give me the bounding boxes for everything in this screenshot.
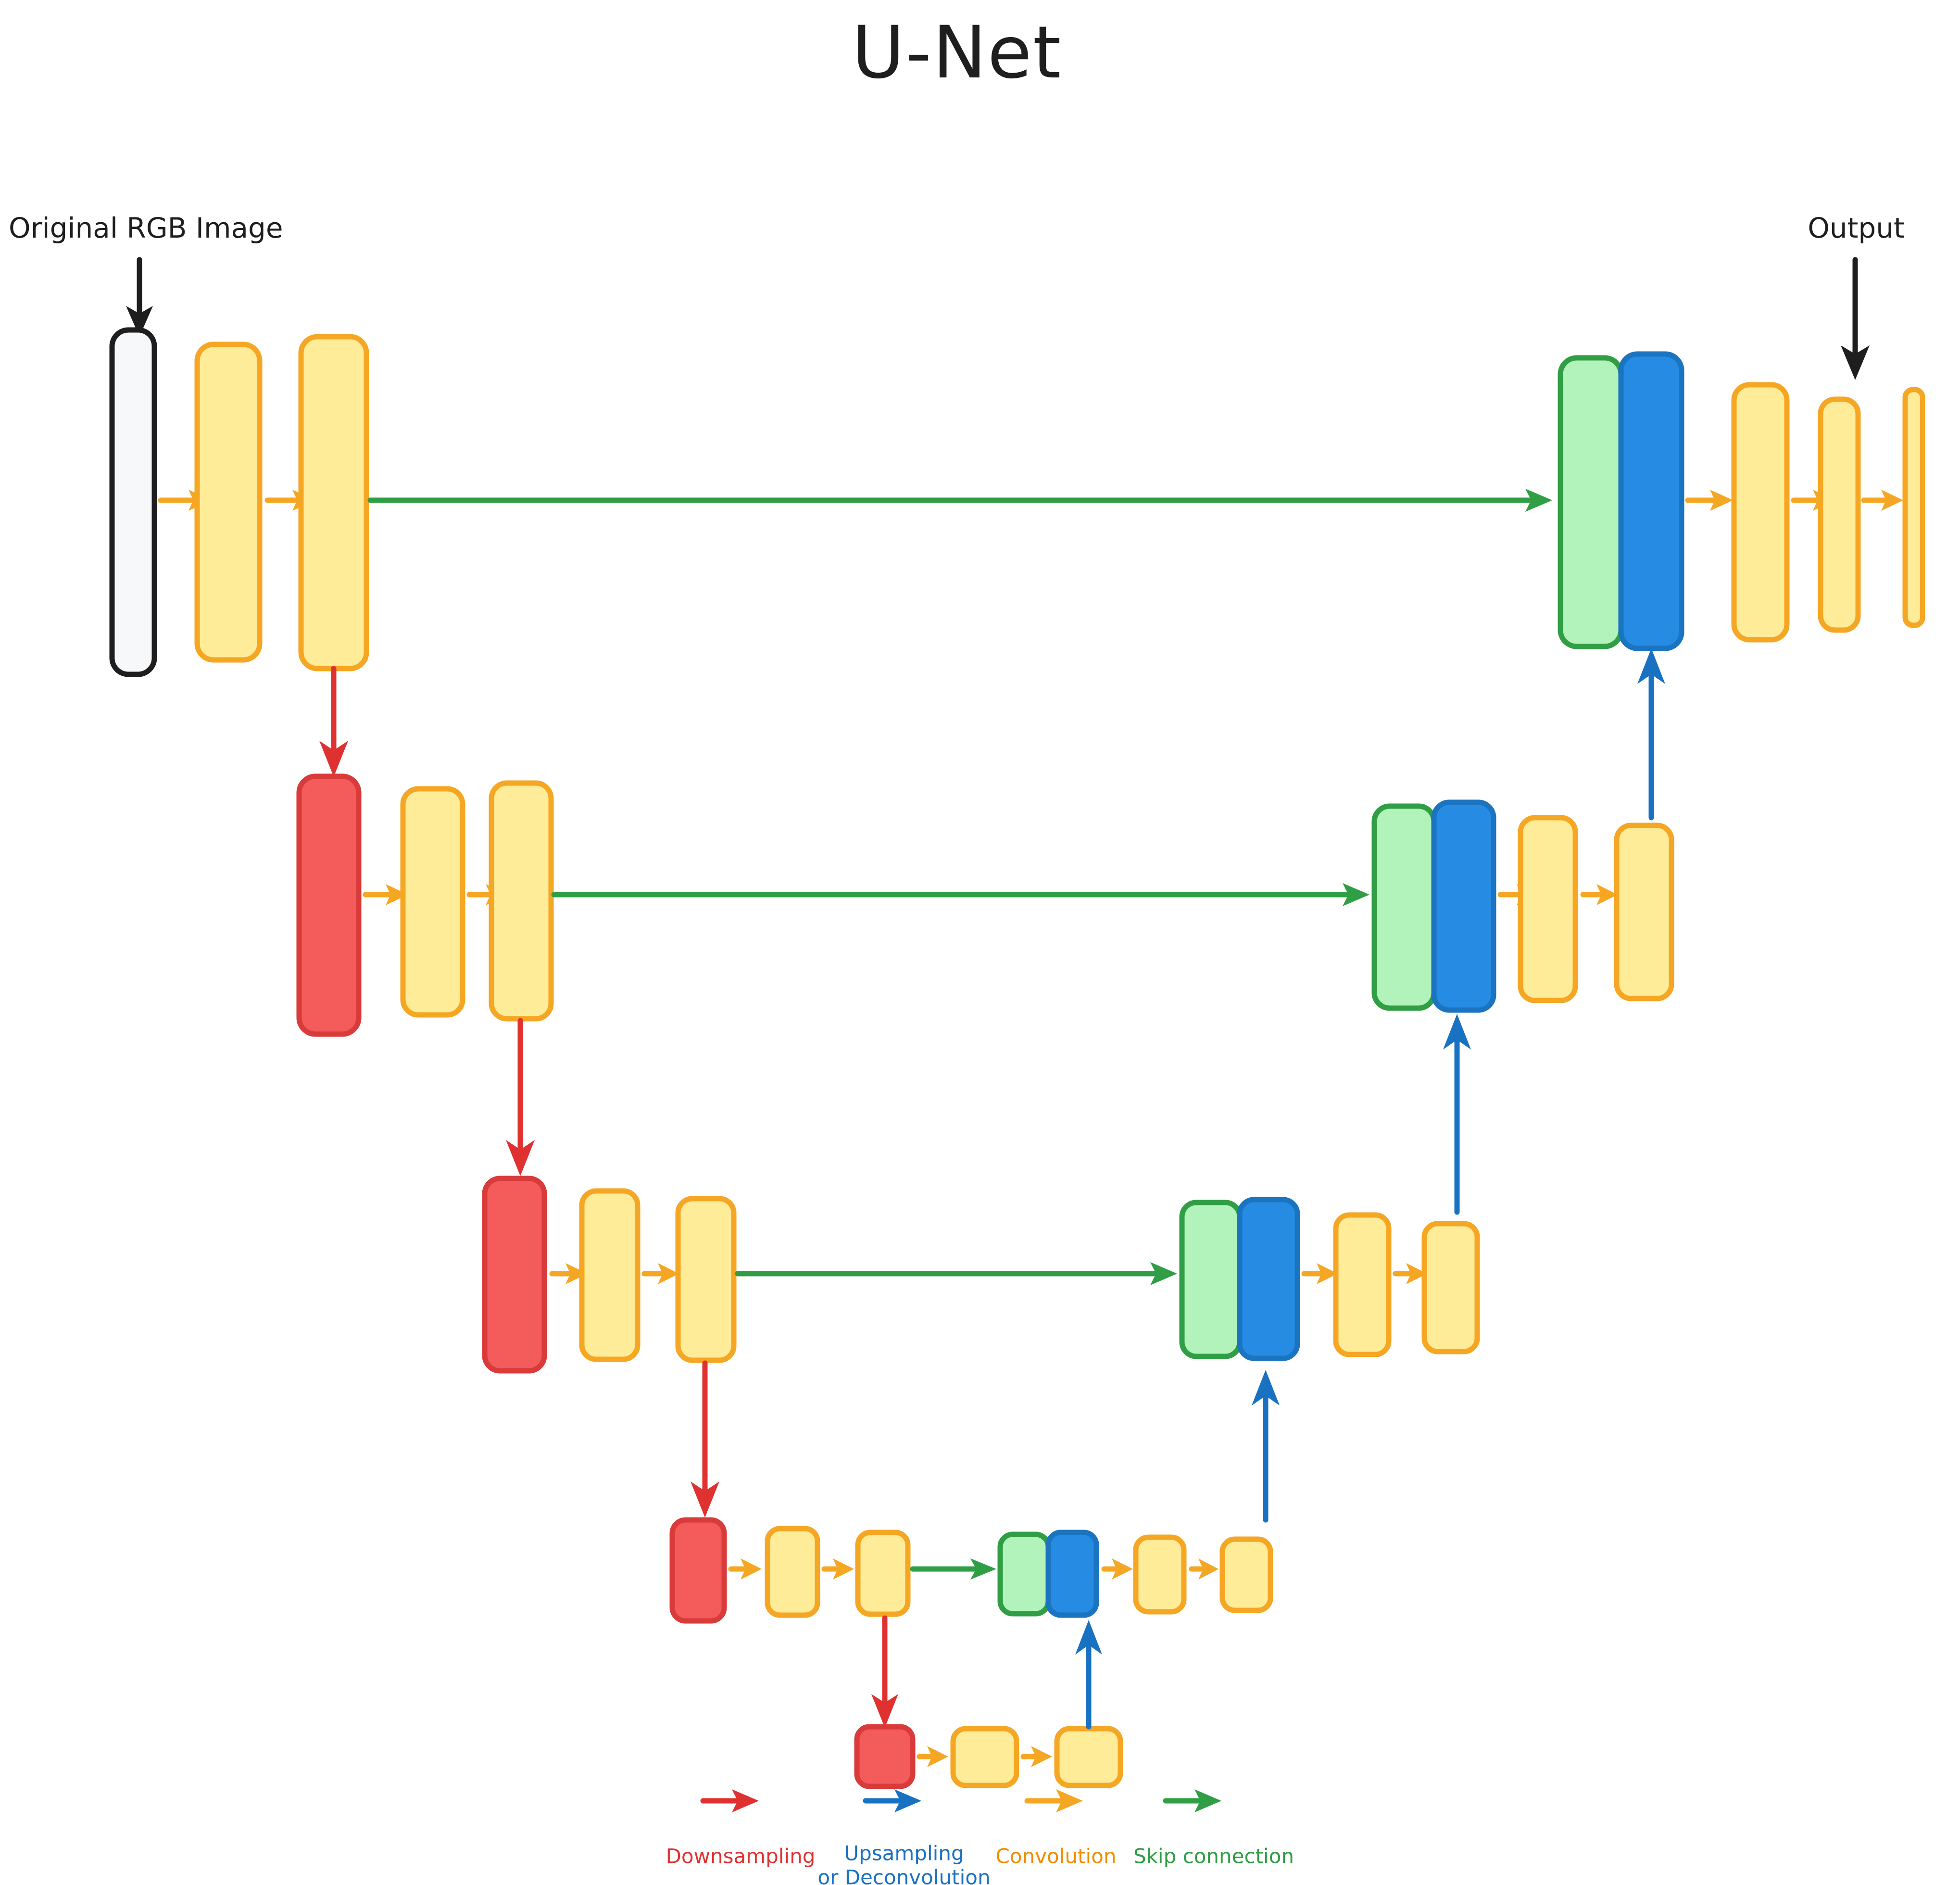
- legend-label-convolution: Convolution: [996, 1845, 1117, 1868]
- conv-arrow-l3-b: [641, 1263, 679, 1284]
- output-label: Output: [1808, 212, 1904, 244]
- conv-arrow-bn-b: [1020, 1746, 1052, 1767]
- conv-arrow-l1-d3: [1861, 490, 1903, 511]
- right-arrow-icon: [1024, 1789, 1083, 1812]
- upsample-block-l3: [1237, 1197, 1300, 1361]
- downsample-arrow-l4-bottleneck: [871, 1615, 898, 1728]
- legend-label-upsampling-line1: Upsampling: [844, 1842, 964, 1865]
- right-arrow-icon: [863, 1789, 921, 1812]
- upsample-block-l2: [1431, 799, 1496, 1013]
- conv-arrow-l2-d2: [1580, 884, 1618, 905]
- conv-arrow-l3-a: [549, 1263, 588, 1284]
- conv-block-l3-d2: [1421, 1221, 1480, 1354]
- conv-arrow-l3-d2: [1393, 1263, 1427, 1284]
- right-arrow-icon: [700, 1789, 759, 1812]
- input-arrow: [126, 257, 153, 337]
- conv-block-l2-d1: [1518, 815, 1578, 1003]
- skip-concat-block-l1: [1558, 355, 1624, 649]
- conv-block-l2-d2: [1614, 822, 1674, 1001]
- upsample-arrow-bottleneck-l4: [1075, 1620, 1102, 1730]
- legend-item-skip-connection[interactable]: Skip connection: [1133, 1789, 1294, 1868]
- downsample-block-l2: [296, 773, 362, 1037]
- conv-block-bn-1: [950, 1726, 1019, 1788]
- legend-item-upsampling[interactable]: Upsampling or Deconvolution: [817, 1789, 991, 1885]
- conv-arrow-l1-d1: [1685, 490, 1733, 511]
- conv-block-l2-e2: [489, 780, 554, 1022]
- downsample-block-l4: [669, 1517, 727, 1624]
- legend-label-upsampling-line2: or Deconvolution: [817, 1866, 990, 1885]
- skip-arrow-l2: [551, 883, 1369, 906]
- conv-block-l3-e2: [675, 1196, 737, 1363]
- conv-block-l3-d1: [1333, 1212, 1392, 1357]
- downsample-arrow-l1-l2: [319, 666, 348, 777]
- legend-label-skip-connection: Skip connection: [1133, 1845, 1294, 1868]
- downsample-block-l3: [482, 1176, 547, 1374]
- upsample-arrow-l3-l2: [1443, 1014, 1471, 1215]
- upsample-block-l1: [1618, 351, 1684, 651]
- skip-concat-block-l3: [1179, 1200, 1243, 1359]
- conv-block-l3-e1: [579, 1188, 641, 1362]
- conv-arrow-l4-d2: [1189, 1558, 1219, 1580]
- conv-block-l1-e2: [298, 334, 369, 671]
- legend: Downsampling Upsampling or Deconvolution…: [666, 1789, 1294, 1885]
- conv-arrow-bn-a: [917, 1746, 948, 1767]
- output-block: [1902, 387, 1925, 628]
- conv-block-l4-d1: [1133, 1534, 1187, 1615]
- input-label: Original RGB Image: [9, 212, 283, 244]
- conv-block-l4-e1: [765, 1526, 820, 1618]
- conv-block-l1-e1: [194, 342, 263, 663]
- skip-concat-block-l2: [1371, 803, 1437, 1011]
- skip-arrow-l3: [735, 1262, 1177, 1285]
- conv-block-l4-e2: [855, 1530, 911, 1617]
- conv-arrow-l2-a: [363, 884, 408, 905]
- upsample-arrow-l4-l3: [1252, 1370, 1280, 1523]
- right-arrow-icon: [1163, 1789, 1221, 1812]
- skip-arrow-l4: [910, 1558, 996, 1580]
- output-arrow: [1841, 257, 1870, 380]
- downsample-arrow-l3-l4: [691, 1360, 719, 1518]
- legend-item-convolution[interactable]: Convolution: [996, 1789, 1117, 1868]
- upsample-arrow-l2-l1: [1637, 648, 1665, 821]
- downsample-block-bottleneck: [854, 1724, 916, 1789]
- conv-block-l1-d1: [1731, 382, 1790, 643]
- skip-arrow-l1: [367, 489, 1552, 512]
- conv-block-l1-d2: [1818, 396, 1861, 633]
- downsample-arrow-l2-l3: [506, 1018, 535, 1176]
- conv-arrow-l4-d1: [1101, 1558, 1133, 1580]
- conv-block-bn-2: [1054, 1726, 1123, 1788]
- upsample-block-l4: [1045, 1530, 1099, 1618]
- skip-concat-block-l4: [997, 1531, 1051, 1617]
- conv-block-l2-e1: [400, 786, 465, 1018]
- conv-arrow-l3-d1: [1301, 1263, 1338, 1284]
- legend-item-downsampling[interactable]: Downsampling: [666, 1789, 816, 1868]
- conv-arrow-l4-b: [821, 1558, 854, 1580]
- input-image-block: [109, 327, 157, 677]
- conv-arrow-l4-a: [728, 1558, 762, 1580]
- conv-block-l4-d2: [1219, 1536, 1273, 1613]
- page-title: U-Net: [852, 11, 1062, 95]
- legend-label-downsampling: Downsampling: [666, 1845, 816, 1868]
